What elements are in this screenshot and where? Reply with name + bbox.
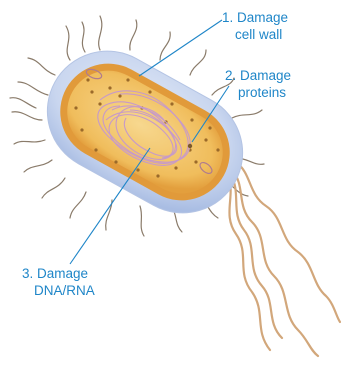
label-2-line-2: proteins [225, 84, 291, 101]
label-damage-dna-rna: 3. Damage DNA/RNA [22, 265, 95, 299]
label-1-line-2: cell wall [222, 26, 288, 43]
protein-marker [188, 144, 192, 148]
leader-line-cell-wall [139, 20, 222, 76]
label-3-line-1: 3. Damage [22, 265, 95, 282]
label-3-line-2: DNA/RNA [22, 282, 95, 299]
label-damage-proteins: 2. Damage proteins [225, 67, 291, 101]
flagella [228, 162, 340, 356]
label-2-line-1: 2. Damage [225, 67, 291, 84]
label-damage-cell-wall: 1. Damage cell wall [222, 9, 288, 43]
label-1-line-1: 1. Damage [222, 9, 288, 26]
